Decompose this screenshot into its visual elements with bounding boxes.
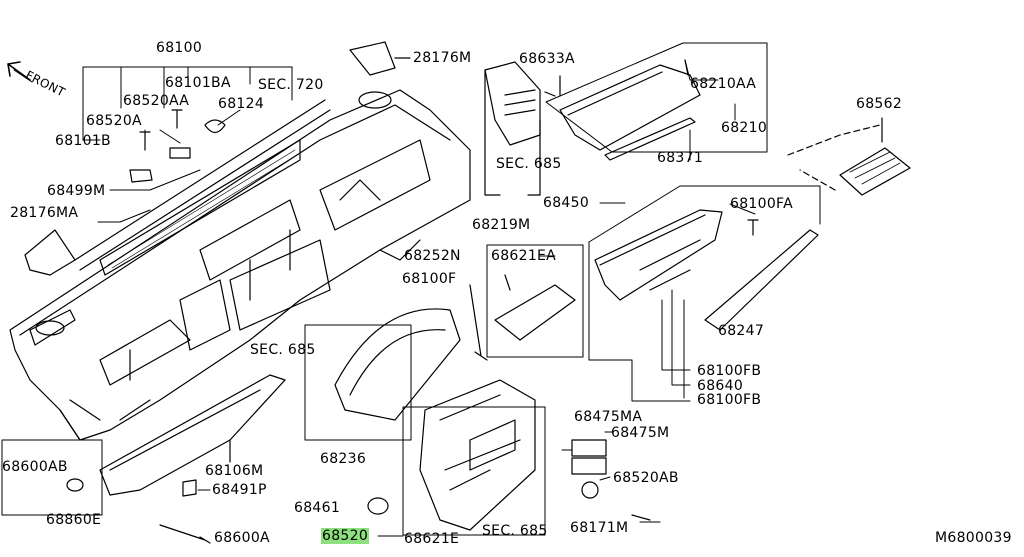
part-68101B-clip	[129, 169, 153, 183]
label-68860E: 68860E	[46, 512, 102, 528]
label-68100FB-1: 68100FB	[697, 363, 762, 379]
label-sec-720: SEC. 720	[258, 77, 324, 93]
label-68236: 68236	[320, 451, 367, 467]
label-68520AB: 68520AB	[613, 470, 679, 486]
label-68461: 68461	[294, 500, 341, 516]
label-68475MA: 68475MA	[574, 409, 643, 425]
label-sec-685-bottom: SEC. 685	[482, 523, 548, 539]
leader-lines-right	[197, 59, 756, 537]
part-68219M-vent	[484, 61, 561, 196]
part-68100FA-screw	[747, 219, 759, 236]
part-68520A-screw	[139, 131, 151, 151]
label-68562: 68562	[856, 96, 903, 112]
part-68499M-bracket	[169, 147, 191, 159]
label-68171M: 68171M	[570, 520, 629, 536]
part-68124-hook	[204, 119, 226, 134]
part-68860E-clip	[66, 478, 84, 492]
label-68124: 68124	[218, 96, 265, 112]
label-68621E: 68621E	[404, 531, 460, 547]
front-arrow-icon	[7, 61, 33, 83]
label-68520A: 68520A	[86, 113, 142, 129]
part-68520AA-screw	[171, 109, 183, 129]
label-68100F: 68100F	[402, 271, 457, 287]
label-68520AA: 68520AA	[123, 93, 190, 109]
part-68171M-clip	[581, 481, 599, 499]
part-68520-center-cluster	[402, 379, 546, 536]
label-68100FA: 68100FA	[730, 196, 793, 212]
part-68491P-tab	[182, 479, 197, 497]
part-68562-mat	[787, 117, 911, 196]
part-68475-vents	[571, 439, 607, 475]
label-68640: 68640	[697, 378, 744, 394]
part-28176MA-cover	[24, 229, 76, 276]
part-68100F-screw	[469, 284, 488, 361]
part-68210-lid-box	[545, 42, 768, 153]
part-28176M-cover	[349, 41, 411, 76]
part-68461-cap	[367, 497, 389, 515]
label-68633A: 68633A	[519, 51, 575, 67]
label-68475M: 68475M	[611, 425, 670, 441]
label-28176M: 28176M	[413, 50, 472, 66]
label-68450: 68450	[543, 195, 590, 211]
label-68100: 68100	[156, 40, 203, 56]
label-68499M: 68499M	[47, 183, 106, 199]
label-68600AB: 68600AB	[2, 459, 68, 475]
label-68210AA: 68210AA	[690, 76, 757, 92]
part-68236-cluster-hood	[304, 308, 461, 441]
label-68100FB-2: 68100FB	[697, 392, 762, 408]
label-68210: 68210	[721, 120, 768, 136]
label-68101B: 68101B	[55, 133, 111, 149]
label-68106M: 68106M	[205, 463, 264, 479]
label-68491P: 68491P	[212, 482, 267, 498]
label-68101BA: 68101BA	[165, 75, 231, 91]
dashboard-panel	[9, 89, 471, 441]
part-68450-group-box	[588, 185, 821, 402]
part-68520AB-screw	[631, 514, 651, 521]
label-68252N: 68252N	[404, 248, 461, 264]
part-68450-glovebox	[594, 209, 723, 301]
diagram-code: M6800039	[935, 530, 1012, 546]
part-68600A-screw	[159, 524, 211, 544]
leader-68600AB-box	[1, 439, 103, 516]
label-68520-highlighted[interactable]: 68520	[321, 528, 370, 544]
label-sec-685-top: SEC. 685	[496, 156, 562, 172]
label-28176MA: 28176MA	[10, 205, 79, 221]
label-68621EA: 68621EA	[491, 248, 557, 264]
label-68247: 68247	[718, 323, 765, 339]
part-68621EA-box	[486, 244, 584, 358]
label-68371: 68371	[657, 150, 704, 166]
part-68210-lid	[559, 59, 701, 161]
label-68600A: 68600A	[214, 530, 270, 546]
part-68106M-lower-panel	[99, 374, 286, 496]
part-68247-strip	[704, 229, 819, 331]
label-sec-685-mid: SEC. 685	[250, 342, 316, 358]
label-68219M: 68219M	[472, 217, 531, 233]
